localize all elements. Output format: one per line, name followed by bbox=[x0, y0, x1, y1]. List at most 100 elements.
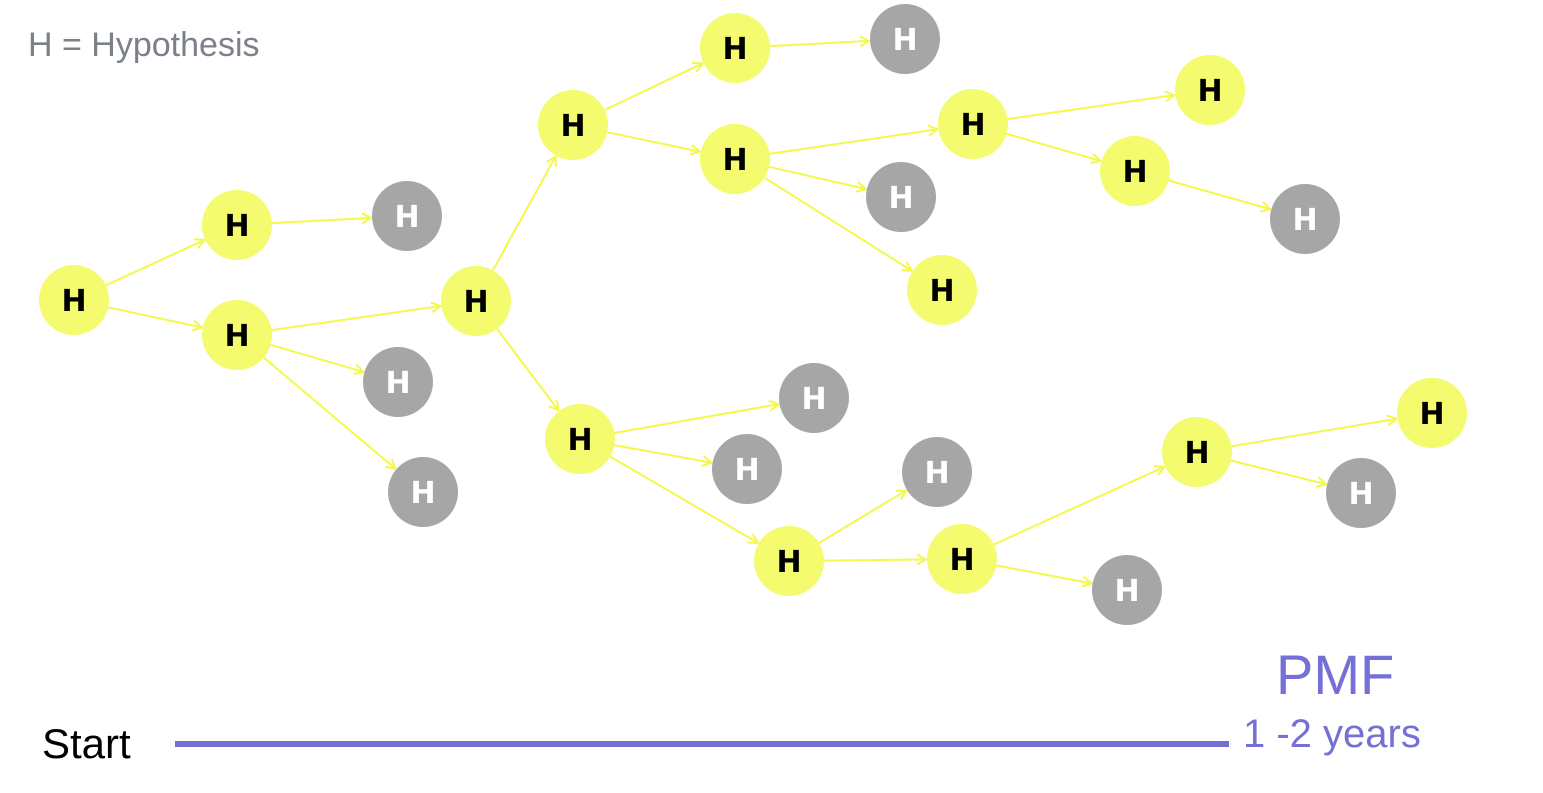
hypothesis-node-active: H bbox=[927, 524, 997, 594]
edge-arrow bbox=[768, 165, 866, 189]
node-circle bbox=[202, 190, 272, 260]
edge-arrow bbox=[108, 306, 202, 327]
node-circle bbox=[1175, 55, 1245, 125]
node-label: H bbox=[960, 108, 985, 143]
edge-arrow bbox=[996, 564, 1091, 583]
node-label: H bbox=[1114, 574, 1139, 609]
timeline-start-label: Start bbox=[42, 720, 131, 767]
hypothesis-node-dead-end: H bbox=[1270, 184, 1340, 254]
node-circle bbox=[754, 526, 824, 596]
hypothesis-node-active: H bbox=[754, 526, 824, 596]
edge-arrow bbox=[105, 240, 205, 287]
node-circle bbox=[938, 89, 1008, 159]
node-label: H bbox=[394, 200, 419, 235]
node-label: H bbox=[385, 366, 410, 401]
node-label: H bbox=[567, 423, 592, 458]
edge-arrow bbox=[271, 306, 441, 332]
node-circle bbox=[779, 363, 849, 433]
node-label: H bbox=[410, 476, 435, 511]
node-circle bbox=[363, 347, 433, 417]
node-label: H bbox=[1348, 477, 1373, 512]
hypothesis-node-active: H bbox=[1162, 417, 1232, 487]
node-label: H bbox=[892, 23, 917, 58]
timeline-line bbox=[175, 741, 1229, 747]
node-circle bbox=[1326, 458, 1396, 528]
node-circle bbox=[712, 434, 782, 504]
node-label: H bbox=[1292, 203, 1317, 238]
node-label: H bbox=[1122, 155, 1147, 190]
hypothesis-node-active: H bbox=[545, 404, 615, 474]
node-circle bbox=[700, 124, 770, 194]
node-label: H bbox=[929, 274, 954, 309]
node-circle bbox=[1100, 136, 1170, 206]
node-circle bbox=[1092, 555, 1162, 625]
edge-arrow bbox=[607, 131, 700, 151]
edge-arrow bbox=[614, 444, 711, 462]
node-circle bbox=[902, 437, 972, 507]
hypothesis-node-active: H bbox=[1397, 378, 1467, 448]
node-label: H bbox=[1419, 397, 1444, 432]
hypothesis-node-active: H bbox=[938, 89, 1008, 159]
node-label: H bbox=[463, 285, 488, 320]
hypothesis-node-dead-end: H bbox=[902, 437, 972, 507]
node-circle bbox=[202, 300, 272, 370]
edge-arrow bbox=[614, 404, 778, 434]
node-circle bbox=[388, 457, 458, 527]
node-circle bbox=[700, 13, 770, 83]
edge-arrow bbox=[604, 63, 703, 111]
hypothesis-node-dead-end: H bbox=[1092, 555, 1162, 625]
edge-arrow bbox=[764, 176, 912, 271]
hypothesis-node-active: H bbox=[538, 90, 608, 160]
node-label: H bbox=[560, 109, 585, 144]
node-circle bbox=[1397, 378, 1467, 448]
edge-arrow bbox=[270, 343, 364, 372]
node-label: H bbox=[1197, 74, 1222, 109]
edge-arrow bbox=[1231, 419, 1397, 448]
edge-arrow bbox=[492, 157, 556, 271]
edge-arrow bbox=[1007, 95, 1175, 121]
hypothesis-node-active: H bbox=[700, 124, 770, 194]
hypothesis-node-dead-end: H bbox=[712, 434, 782, 504]
node-circle bbox=[1162, 417, 1232, 487]
edge-arrow bbox=[263, 356, 396, 469]
edge-arrow bbox=[1168, 179, 1271, 210]
node-label: H bbox=[722, 143, 747, 178]
node-label: H bbox=[722, 32, 747, 67]
hypothesis-node-dead-end: H bbox=[779, 363, 849, 433]
node-label: H bbox=[949, 543, 974, 578]
node-label: H bbox=[61, 284, 86, 319]
hypothesis-node-dead-end: H bbox=[866, 162, 936, 232]
node-label: H bbox=[224, 319, 249, 354]
node-label: H bbox=[734, 453, 759, 488]
timeline-duration-label: 1 -2 years bbox=[1243, 712, 1421, 756]
edge-arrow bbox=[769, 41, 869, 46]
node-label: H bbox=[888, 181, 913, 216]
hypothesis-node-dead-end: H bbox=[372, 181, 442, 251]
node-circle bbox=[1270, 184, 1340, 254]
node-circle bbox=[907, 255, 977, 325]
node-circle bbox=[927, 524, 997, 594]
node-label: H bbox=[1184, 436, 1209, 471]
hypothesis-node-active: H bbox=[907, 255, 977, 325]
edge-arrow bbox=[993, 467, 1164, 546]
hypothesis-node-dead-end: H bbox=[1326, 458, 1396, 528]
node-label: H bbox=[924, 456, 949, 491]
hypothesis-node-dead-end: H bbox=[870, 4, 940, 74]
node-label: H bbox=[776, 545, 801, 580]
hypothesis-node-active: H bbox=[1100, 136, 1170, 206]
hypothesis-node-active: H bbox=[202, 190, 272, 260]
timeline-end-label: PMF bbox=[1276, 643, 1395, 706]
node-circle bbox=[866, 162, 936, 232]
node-circle bbox=[441, 266, 511, 336]
edge-arrow bbox=[496, 328, 558, 410]
node-circle bbox=[39, 265, 109, 335]
hypothesis-node-active: H bbox=[441, 266, 511, 336]
edge-arrow bbox=[818, 491, 906, 544]
hypothesis-node-active: H bbox=[39, 265, 109, 335]
edge-arrow bbox=[271, 218, 371, 223]
hypothesis-node-dead-end: H bbox=[388, 457, 458, 527]
legend: H = Hypothesis bbox=[28, 26, 260, 64]
hypothesis-node-active: H bbox=[1175, 55, 1245, 125]
node-circle bbox=[538, 90, 608, 160]
